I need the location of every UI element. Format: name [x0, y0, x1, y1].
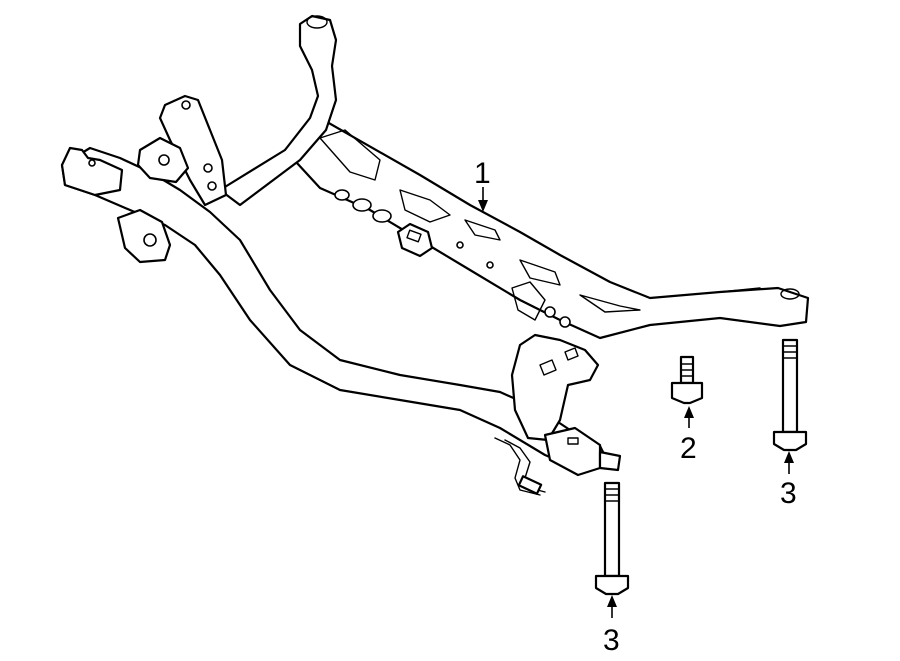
beam-recess-4 [519, 259, 561, 286]
beam-recess-1 [319, 129, 381, 181]
line-fitting [517, 475, 543, 495]
bolt-short-head [670, 381, 704, 405]
beam-recess-5 [579, 294, 641, 313]
callout-3-bottom-arrow [607, 595, 617, 607]
callout-2-label: 2 [680, 432, 697, 465]
bolt-long-bottom-shank [603, 481, 621, 578]
bolt-long-right [772, 338, 808, 452]
right-tower-bracket [510, 333, 600, 442]
beam-oval-rear [511, 281, 546, 321]
right-front-end [543, 426, 602, 477]
tower-hole-3 [207, 181, 217, 191]
right-arm-top [719, 287, 761, 293]
bolt-long-right-head [772, 430, 808, 452]
callout-2: 2 [680, 406, 697, 465]
right-tower-slot-2 [564, 347, 579, 361]
beam-hole-7 [486, 261, 494, 269]
right-end-tab [598, 450, 622, 472]
upper-mount-bushing [306, 15, 328, 29]
callout-3-right-label: 3 [780, 477, 797, 510]
left-end-hole [88, 159, 96, 167]
right-end-slot [567, 437, 579, 445]
bolt-short-thread [680, 363, 694, 377]
inner-pad-hole [158, 154, 170, 166]
tower-hole-2 [203, 163, 213, 173]
left-lug-hole [143, 233, 157, 247]
beam-recess-3 [464, 219, 501, 241]
beam-hole-5 [559, 316, 571, 328]
callout-3-right: 3 [780, 451, 797, 510]
rear-crossmember [283, 116, 810, 340]
beam-hole-4 [544, 306, 556, 318]
callout-1-label: 1 [474, 157, 491, 190]
bolt-short [670, 355, 704, 405]
right-tower-slot [539, 359, 557, 376]
hanging-line [494, 437, 541, 496]
callout-2-arrow [684, 406, 694, 418]
right-mount-bushing [780, 288, 800, 300]
callout-1-arrow [478, 200, 488, 212]
bolt-long-right-thread [782, 345, 798, 359]
beam-hole-6 [456, 241, 464, 249]
subframe [60, 14, 810, 496]
bolt-long-right-shank [781, 338, 799, 434]
tower-hole-1 [181, 100, 191, 110]
beam-hole-3 [372, 209, 392, 223]
left-tower-bracket [158, 94, 228, 207]
upper-left-arm [218, 14, 338, 207]
left-end-bracket [60, 146, 124, 197]
bolt-long-bottom-head [594, 574, 630, 596]
left-lower-lug [116, 208, 172, 264]
beam-hole-1 [334, 189, 350, 201]
beam-recess-2 [399, 189, 451, 223]
callout-3-bottom-label: 3 [603, 624, 620, 657]
beam-hole-2 [352, 198, 372, 212]
bolt-long-bottom [594, 481, 630, 596]
callout-3-bottom: 3 [603, 595, 620, 657]
beam-slot-small [406, 229, 422, 243]
bolt-long-bottom-thread [604, 488, 620, 502]
callout-3-right-arrow [784, 451, 794, 463]
callout-1: 1 [474, 157, 491, 212]
